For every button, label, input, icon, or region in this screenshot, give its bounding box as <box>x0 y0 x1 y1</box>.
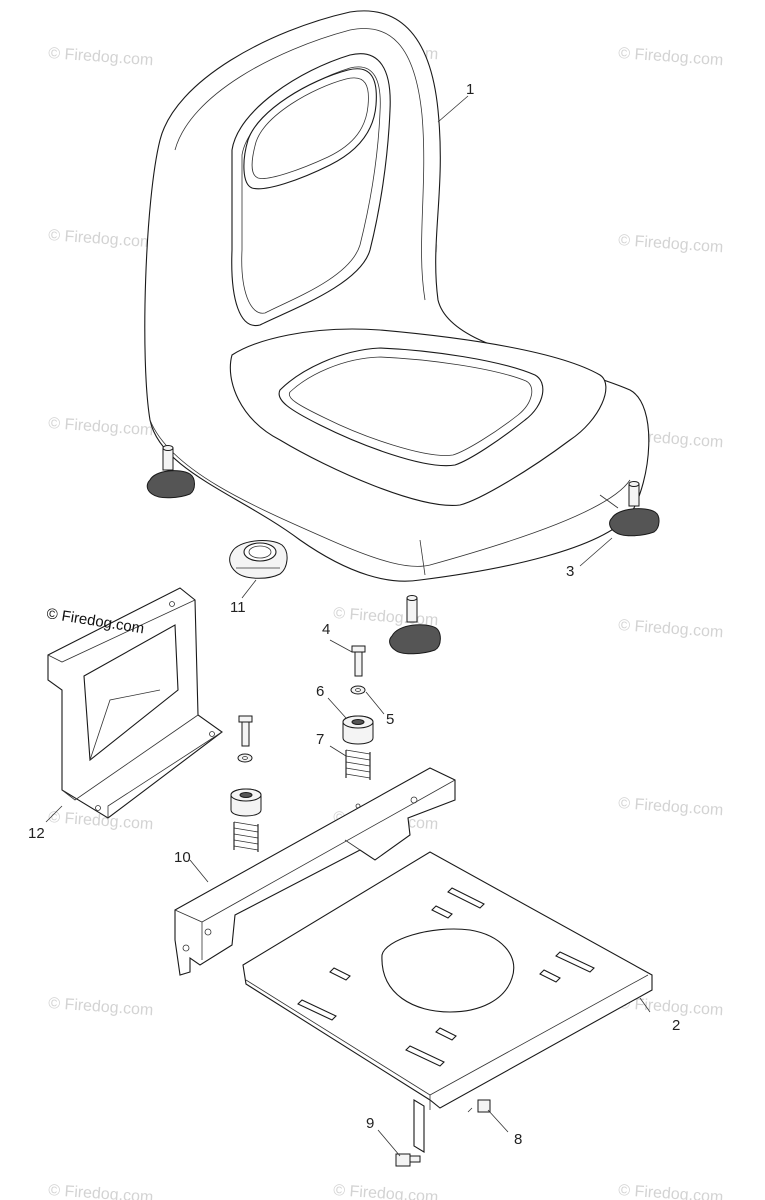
watermark-text: © Firedog.com <box>618 232 724 256</box>
watermark-text: © Firedog.com <box>618 45 724 69</box>
callout-5: 5 <box>386 711 394 728</box>
watermark-text: © Firedog.com <box>48 227 154 251</box>
part-8-bolt <box>467 1099 491 1113</box>
callout-12: 12 <box>28 825 45 842</box>
part-10-rail <box>174 767 456 976</box>
callout-4: 4 <box>322 621 330 638</box>
callout-6: 6 <box>316 683 324 700</box>
part-3-knob-right <box>609 481 660 537</box>
watermark-text: © Firedog.com <box>618 795 724 819</box>
watermark-text: © Firedog.com <box>48 1182 154 1200</box>
callout-labels: 1 2 3 4 5 6 7 8 9 10 11 12 <box>28 81 680 1148</box>
hardware-stack-right <box>342 645 374 809</box>
part-11-seat-switch <box>229 540 288 579</box>
callout-10: 10 <box>174 849 191 866</box>
callout-8: 8 <box>514 1131 522 1148</box>
part-12-bracket <box>47 587 223 819</box>
part-2-plate <box>242 851 653 1153</box>
callout-3: 3 <box>566 563 574 580</box>
watermark-text: © Firedog.com <box>618 617 724 641</box>
callout-1: 1 <box>466 81 474 98</box>
part-1-seat <box>144 10 650 582</box>
watermark-text: © Firedog.com <box>618 1182 724 1200</box>
part-3-knob-center <box>389 595 441 655</box>
hardware-stack-left <box>230 715 262 880</box>
callout-2: 2 <box>672 1017 680 1034</box>
watermark-text: © Firedog.com <box>48 995 154 1019</box>
watermark-text: © Firedog.com <box>333 1182 439 1200</box>
callout-9: 9 <box>366 1115 374 1132</box>
leader-lines <box>45 95 651 1157</box>
callout-11: 11 <box>230 599 246 616</box>
watermark-text: © Firedog.com <box>48 45 154 69</box>
watermark-text: © Firedog.com <box>48 415 154 439</box>
callout-7: 7 <box>316 731 324 748</box>
part-9-bolt <box>395 1153 421 1167</box>
part-3-knob-left <box>146 445 195 499</box>
